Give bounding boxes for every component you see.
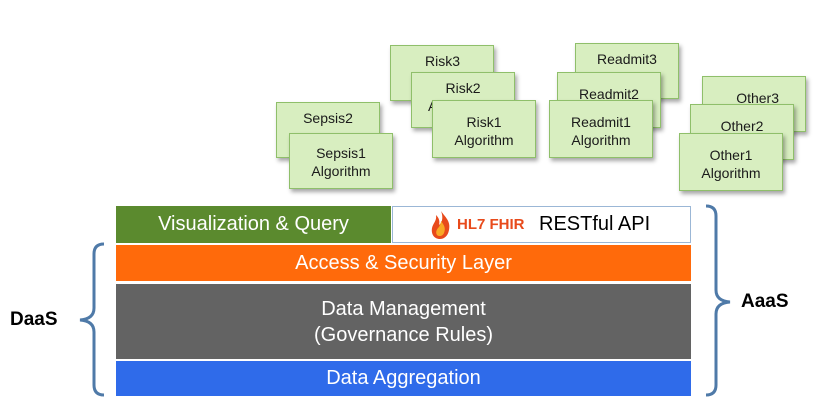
sepsis1-algorithm-label: Algorithm xyxy=(311,163,371,179)
data-management-layer: Data Management (Governance Rules) xyxy=(116,284,691,359)
readmit3-label: Readmit3 xyxy=(597,51,657,67)
visualization-query-layer: Visualization & Query xyxy=(116,206,391,243)
daas-bracket xyxy=(79,242,105,397)
readmit2-label: Readmit2 xyxy=(579,86,639,102)
other1-algorithm-card: Other1 Algorithm xyxy=(679,133,783,191)
visualization-query-label: Visualization & Query xyxy=(158,213,349,235)
readmit1-algorithm-card: Readmit1 Algorithm xyxy=(549,100,653,158)
other3-label: Other3 xyxy=(736,90,779,106)
data-aggregation-layer: Data Aggregation xyxy=(116,361,691,396)
readmit1-algorithm-label: Algorithm xyxy=(571,132,631,148)
readmit1-label: Readmit1 xyxy=(571,114,631,130)
access-security-label: Access & Security Layer xyxy=(295,252,512,274)
aaas-label: AaaS xyxy=(741,291,789,312)
risk1-label: Risk1 xyxy=(466,114,502,130)
sepsis2-label: Sepsis2 xyxy=(303,110,353,126)
fhir-logo: HL7 FHIR xyxy=(427,207,525,242)
other2-label: Other2 xyxy=(720,118,764,134)
risk1-algorithm-label: Algorithm xyxy=(454,132,514,148)
sepsis1-algorithm-card: Sepsis1 Algorithm xyxy=(289,133,393,189)
daas-label: DaaS xyxy=(10,309,58,330)
restful-api-label: RESTful API xyxy=(539,213,651,235)
other1-algorithm-label: Algorithm xyxy=(701,165,761,181)
fhir-logo-text: HL7 FHIR xyxy=(457,216,525,233)
risk3-label: Risk3 xyxy=(425,53,461,69)
flame-icon xyxy=(431,210,450,239)
risk2-label: Risk2 xyxy=(445,80,481,96)
restful-api-layer: HL7 FHIR RESTful API xyxy=(392,206,691,243)
sepsis1-label: Sepsis1 xyxy=(316,145,366,161)
data-management-label: Data Management xyxy=(321,298,486,320)
other1-label: Other1 xyxy=(709,147,753,163)
data-aggregation-label: Data Aggregation xyxy=(326,367,481,389)
access-security-layer: Access & Security Layer xyxy=(116,245,691,281)
governance-rules-label: (Governance Rules) xyxy=(314,324,493,346)
aaas-bracket xyxy=(705,204,731,397)
risk1-algorithm-card: Risk1 Algorithm xyxy=(432,100,536,158)
